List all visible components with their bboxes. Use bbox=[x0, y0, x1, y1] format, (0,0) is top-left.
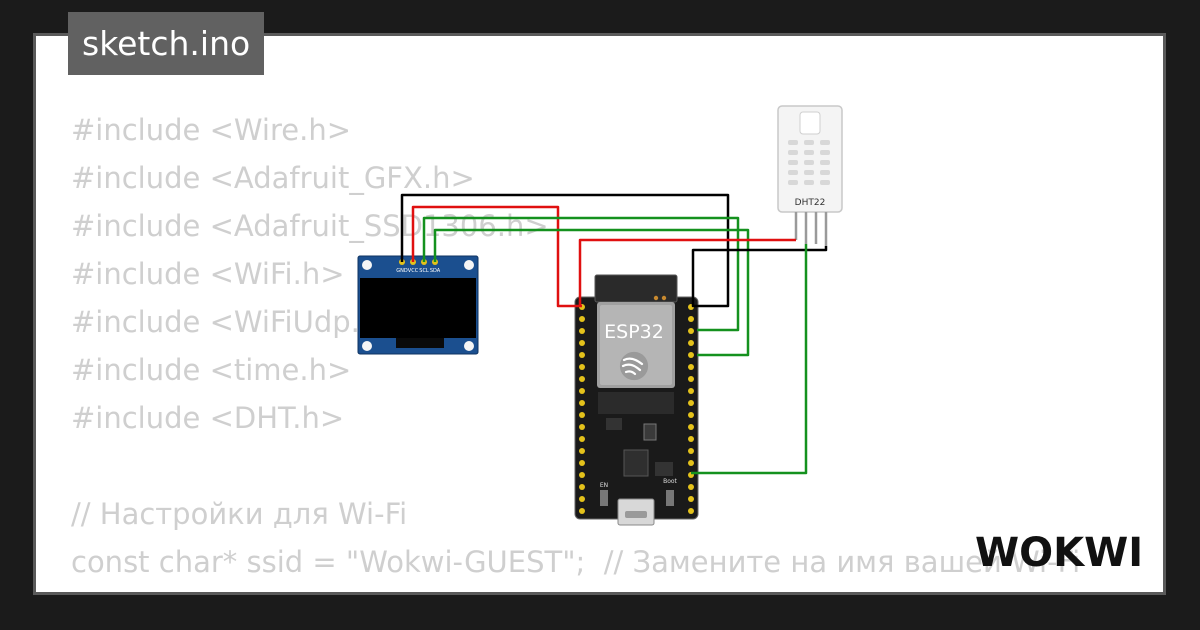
wire-oled-scl bbox=[422, 216, 740, 332]
code-line: #include <DHT.h> bbox=[71, 401, 345, 435]
wokwi-logo: WOKWI bbox=[975, 530, 1143, 576]
wire-oled-vcc bbox=[411, 205, 582, 308]
code-line: #include <time.h> bbox=[71, 353, 352, 387]
boot-label: Boot bbox=[663, 478, 677, 485]
wire-oled-gnd bbox=[400, 193, 730, 308]
code-line: #include <Wire.h> bbox=[71, 113, 352, 147]
code-preview: #include <Wire.h> #include <Adafruit_GFX.… bbox=[71, 106, 1081, 592]
en-label: EN bbox=[600, 482, 608, 489]
wire-dht-gnd bbox=[691, 246, 828, 308]
code-line: #include <Adafruit_GFX.h> bbox=[71, 161, 475, 195]
oled-display[interactable]: GND VCC SCL SDA bbox=[357, 255, 479, 355]
code-line: #include <Adafruit_SSD1306.h> bbox=[71, 209, 549, 243]
wire-dht-data bbox=[691, 244, 808, 475]
dht22-pins bbox=[794, 212, 828, 246]
oled-pin-label-vcc: VCC bbox=[408, 268, 419, 274]
esp32-pin-header-right bbox=[688, 304, 694, 514]
dht22-label: DHT22 bbox=[795, 198, 826, 208]
filename-tab[interactable]: sketch.ino bbox=[68, 12, 265, 75]
code-line: const char* ssid = "Wokwi-GUEST"; // Зам… bbox=[71, 545, 1081, 579]
espressif-logo-icon bbox=[619, 351, 649, 381]
wire-dht-vcc bbox=[578, 238, 796, 306]
wokwi-logo-text: WOKWI bbox=[975, 530, 1143, 576]
esp32-board[interactable]: ESP32 EN Boot bbox=[574, 274, 699, 526]
code-line: // Настройки для Wi-Fi bbox=[71, 497, 408, 531]
dht22-sensor[interactable]: DHT22 bbox=[777, 105, 843, 246]
esp32-pin-header-left bbox=[579, 304, 585, 514]
wires bbox=[400, 193, 828, 475]
oled-pin-label-sda: SDA bbox=[430, 268, 441, 274]
oled-pin-label-scl: SCL bbox=[419, 268, 429, 274]
code-line: #include <WiFi.h> bbox=[71, 257, 345, 291]
wire-oled-sda bbox=[433, 228, 750, 357]
oled-screen bbox=[360, 278, 476, 338]
esp32-label: ESP32 bbox=[604, 321, 664, 343]
oled-pin-label-gnd: GND bbox=[396, 268, 408, 274]
